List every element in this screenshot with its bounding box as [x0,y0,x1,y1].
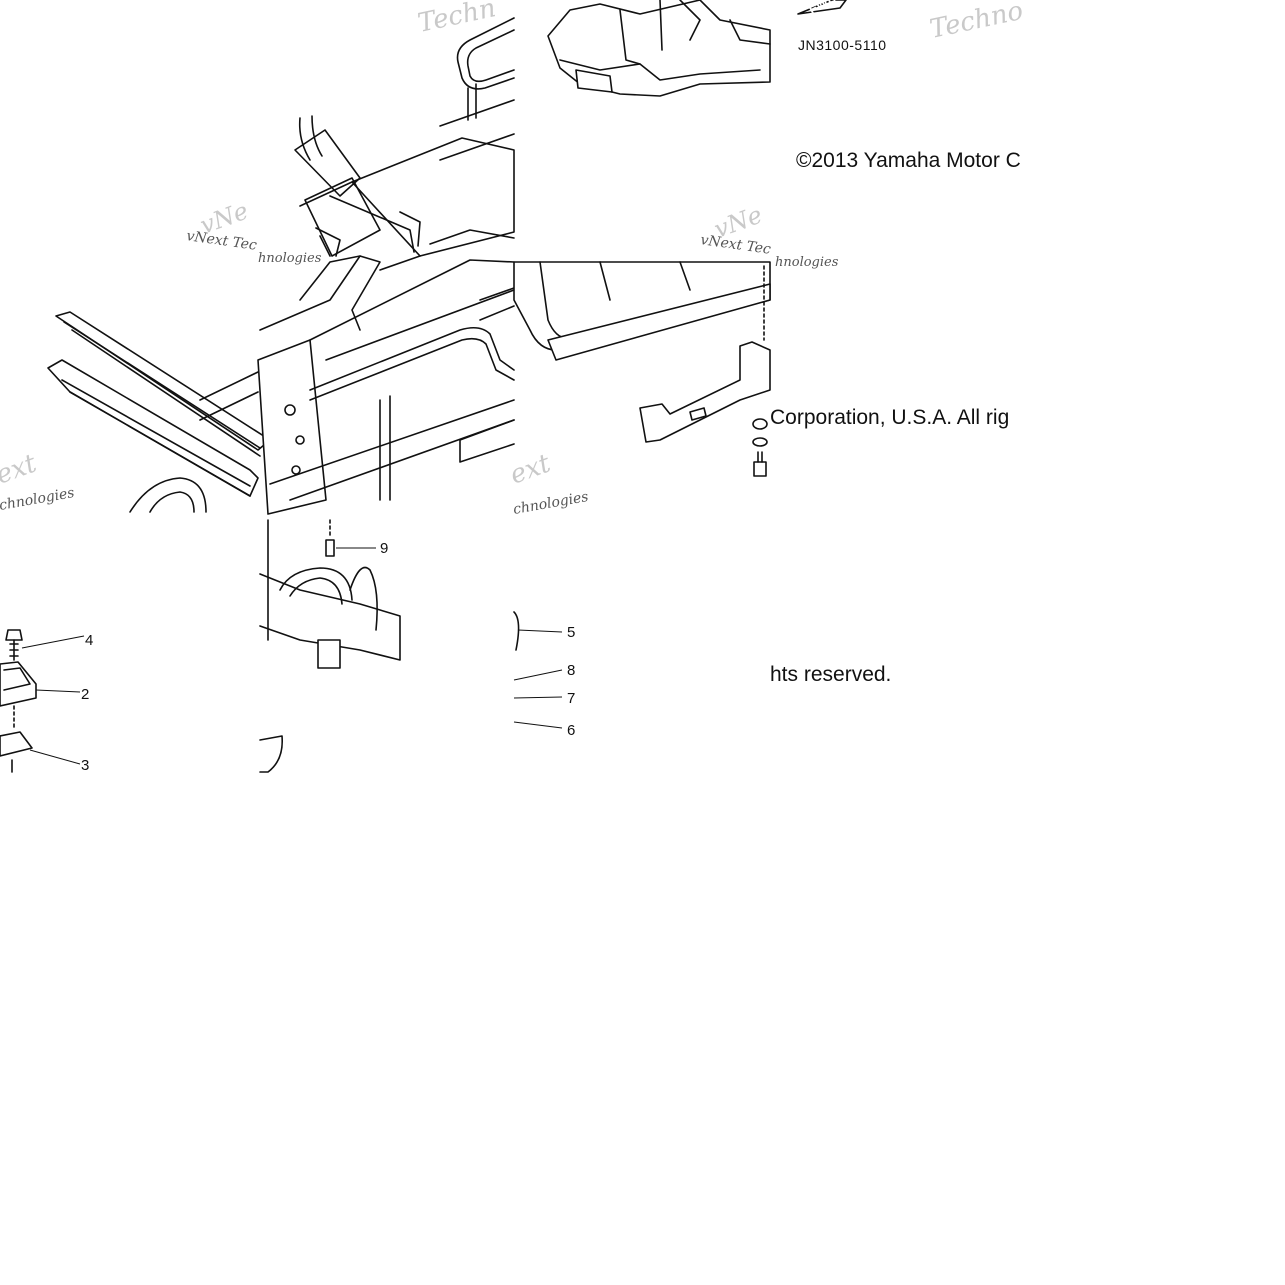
callout-6: 6 [567,722,575,739]
callout-4: 4 [85,632,93,649]
main-frame-section [257,255,515,515]
figure-code: JN3100-5110 [798,37,887,53]
copyright-line-2: Corporation, U.S.A. All rig [770,406,1009,429]
callout-9: 9 [380,540,388,557]
callout-8: 8 [567,662,575,679]
watermark-10: chnologies [0,485,76,514]
front-chassis-section [547,0,771,97]
copyright-line-1: ©2013 Yamaha Motor C [796,149,1021,172]
side-rails-section [47,311,271,513]
watermark-8: hnologies [775,255,839,270]
callout-5: 5 [567,624,575,641]
floor-bracket-section [513,261,771,477]
watermark-5: hnologies [258,251,322,266]
mount-hardware-section [0,629,85,773]
watermark-2: Techno [927,0,1026,45]
callout-7: 7 [567,690,575,707]
watermark-12: chnologies [512,489,590,518]
callout-3: 3 [81,757,89,774]
watermark-11: ext [506,448,555,490]
frame-top-section [294,17,515,271]
rear-handle-section [259,519,401,773]
right-callout-section [513,611,563,729]
watermark-9: ext [0,448,41,490]
copyright-line-3: hts reserved. [770,663,891,686]
callout-2: 2 [81,686,89,703]
watermark-1: Techn [415,0,498,39]
front-direction-arrow: FWD [797,0,847,17]
